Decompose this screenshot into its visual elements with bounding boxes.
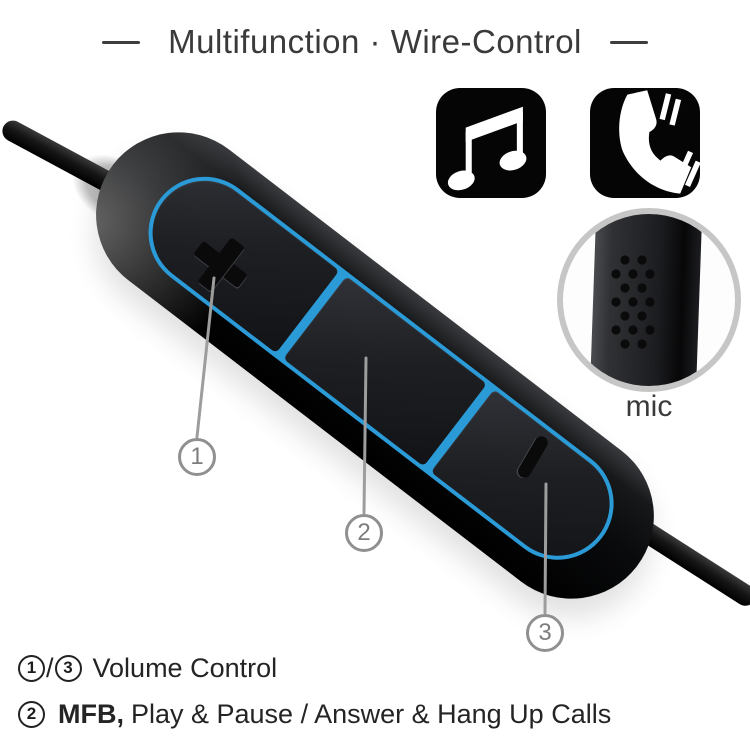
page-title-row: Multifunction · Wire-Control <box>0 18 750 66</box>
legend-mfb-text: Play & Pause / Answer & Hang Up Calls <box>130 698 612 729</box>
legend-volume-text: Volume Control <box>92 652 278 683</box>
legend-ref-1: 1 <box>18 654 45 682</box>
legend: 1 / 3 Volume Control 2 MFB, Play & Pause… <box>18 648 611 734</box>
music-icon <box>436 88 546 198</box>
music-notes-glyph <box>447 106 527 191</box>
phone-handset-glyph <box>619 90 700 194</box>
mic-holes-icon <box>611 255 655 349</box>
legend-separator: / <box>46 652 54 683</box>
callout-3-badge: 3 <box>526 614 564 652</box>
legend-row-mfb: 2 MFB, Play & Pause / Answer & Hang Up C… <box>18 694 611 734</box>
plus-icon: + <box>182 225 261 304</box>
legend-ref-2: 2 <box>18 700 45 728</box>
legend-mfb-bold: MFB, <box>58 698 124 729</box>
mic-zoom-circle <box>557 208 741 392</box>
legend-ref-3: 3 <box>54 654 82 682</box>
page-title: Multifunction · Wire-Control <box>168 23 582 60</box>
phone-icon <box>590 88 700 198</box>
legend-row-volume: 1 / 3 Volume Control <box>18 648 611 688</box>
button-cluster: + − <box>126 154 637 583</box>
minus-icon: − <box>515 433 551 481</box>
mic-label: mic <box>625 390 673 423</box>
title-right-dash <box>609 40 648 44</box>
callout-2-badge: 2 <box>345 514 383 552</box>
callout-1-badge: 1 <box>178 438 216 476</box>
title-left-dash <box>102 40 141 44</box>
